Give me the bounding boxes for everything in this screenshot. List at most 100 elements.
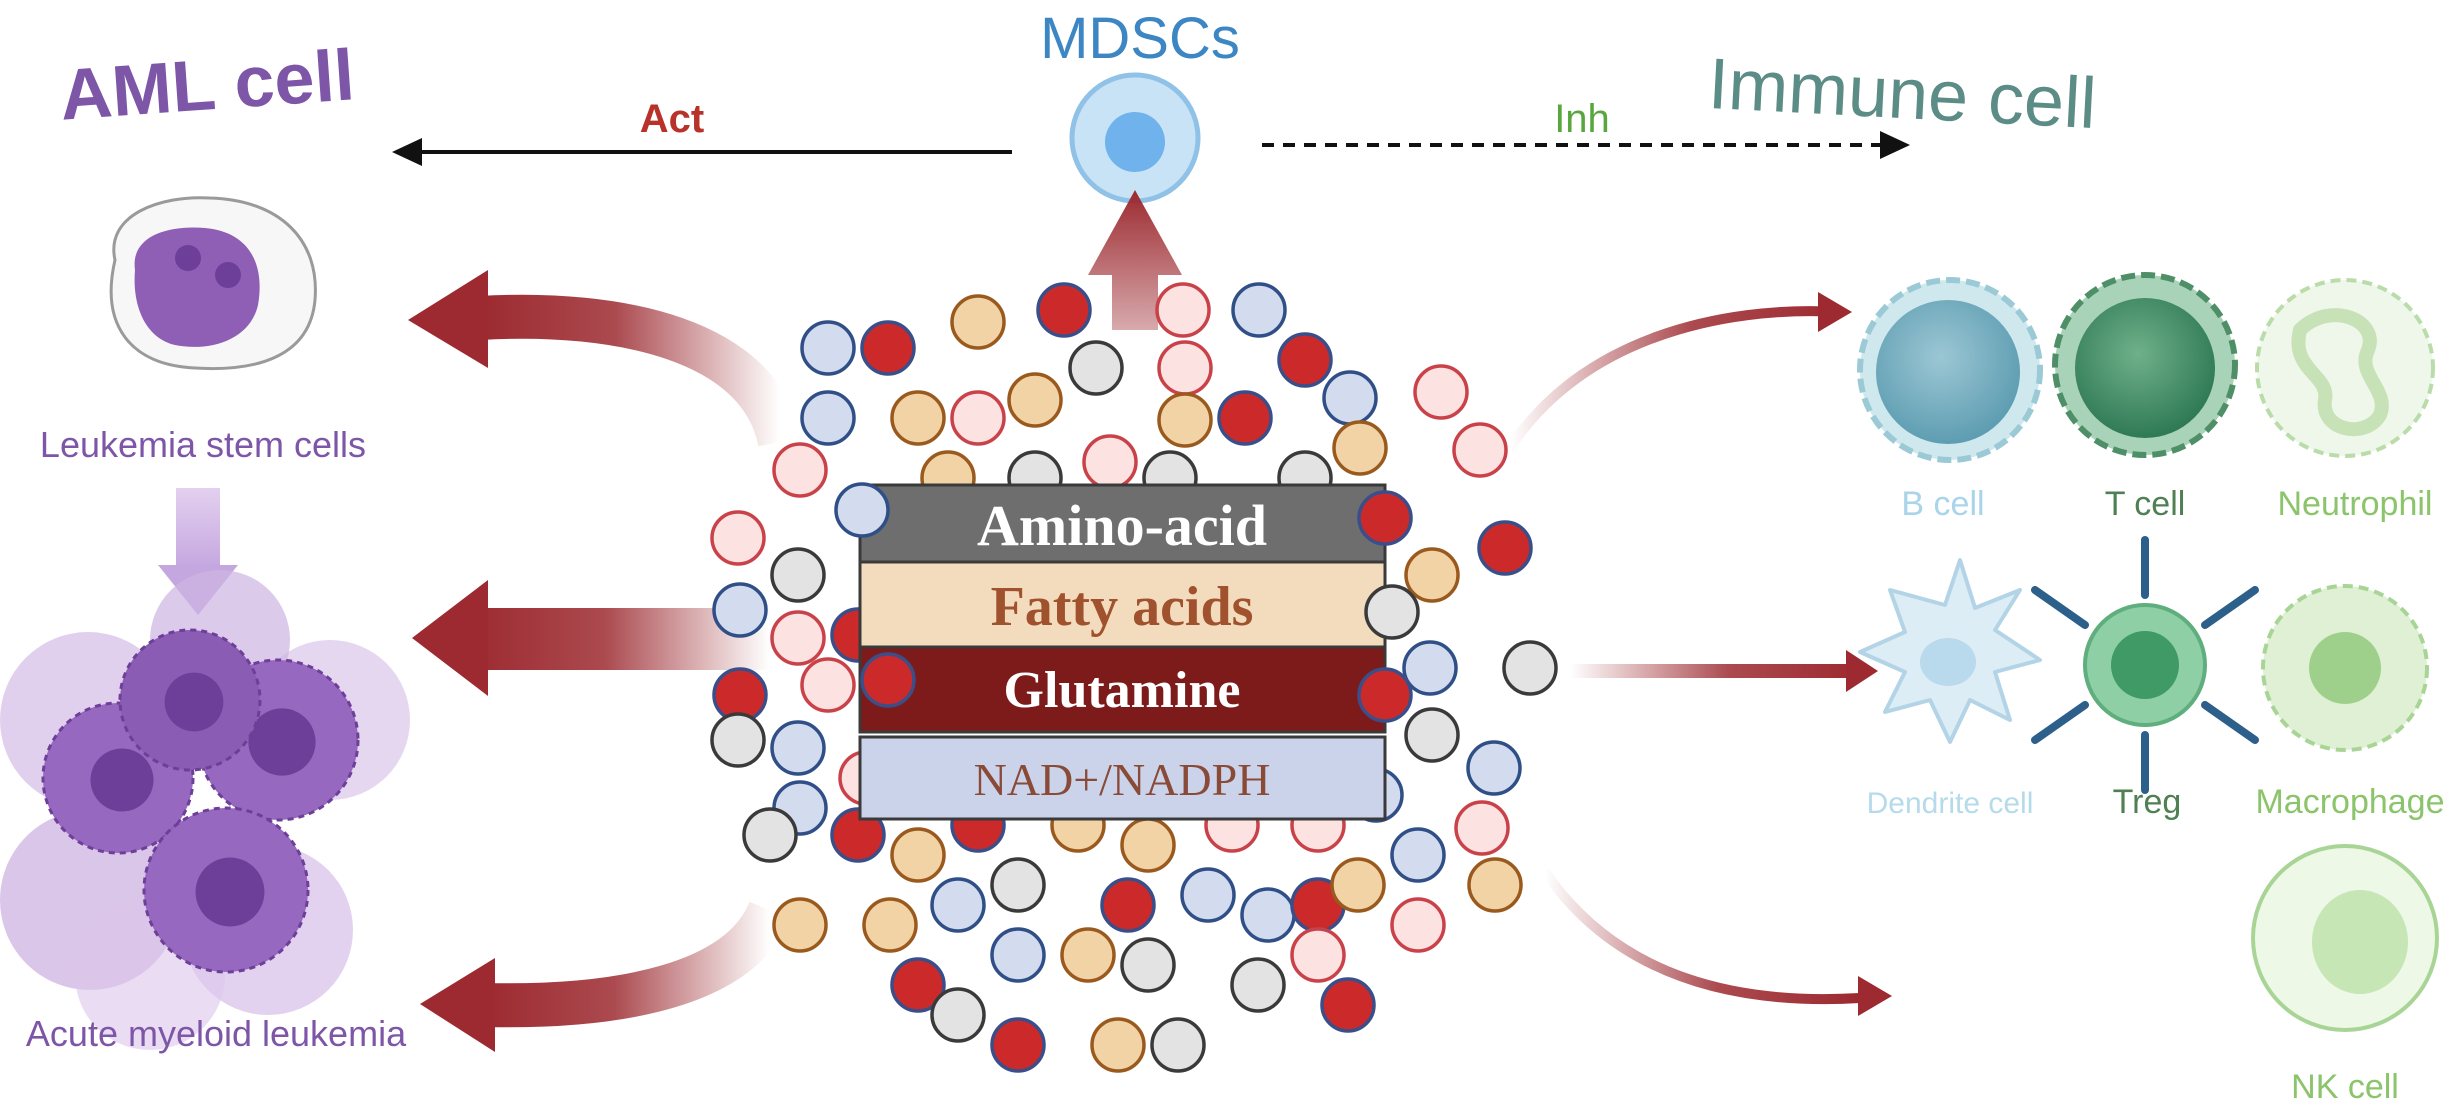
metabolite-bubble: [834, 482, 890, 538]
mdsc-cell-icon: [1069, 72, 1201, 204]
metabolite-bubble: [1217, 390, 1273, 446]
neutrophil-icon: [2255, 278, 2435, 458]
metabolite-bubble: [710, 712, 766, 768]
metabolite-bubble: [990, 1017, 1046, 1073]
inh-label: Inh: [1554, 97, 1610, 141]
metabolite-bubble: [1036, 282, 1092, 338]
metabolite-bubbles-front: [834, 482, 1420, 723]
metabolite-bubble: [1007, 372, 1063, 428]
metabolite-bubble: [770, 547, 826, 603]
metabolite-bubble: [1100, 877, 1156, 933]
act-arrow: [392, 138, 1012, 166]
metabolite-bubble: [1390, 897, 1446, 953]
metabolite-bubble: [890, 827, 946, 883]
layer-nad: [858, 735, 1387, 821]
metabolite-bubble: [1240, 887, 1296, 943]
metabolite-bubble: [1357, 667, 1413, 723]
dendrite-cell-icon: [1858, 558, 2042, 744]
immune-cell-title: Immune cell: [1706, 44, 2098, 144]
macrophage-label: Macrophage: [2255, 783, 2444, 821]
metabolite-bubble: [1120, 817, 1176, 873]
aml-cell-title: AML cell: [57, 35, 357, 135]
leukemia-stem-cell-icon: [109, 196, 317, 371]
metabolite-bubble: [1413, 364, 1469, 420]
metabolite-bubble: [1290, 927, 1346, 983]
metabolite-bubble: [1180, 867, 1236, 923]
metabolite-bubble: [712, 582, 768, 638]
dendrite-cell-label: Dendrite cell: [1867, 787, 2034, 820]
metabolite-bubble: [1230, 957, 1286, 1013]
metabolite-bubble: [772, 897, 828, 953]
metabolite-bubble: [800, 390, 856, 446]
metabolite-bubble: [1090, 1017, 1146, 1073]
layer-label-nad: NAD+/NADPH: [974, 754, 1271, 805]
metabolite-bubble: [710, 510, 766, 566]
metabolite-bubble: [890, 390, 946, 446]
metabolite-bubble: [890, 957, 946, 1013]
nk-cell-label: NK cell: [2291, 1068, 2399, 1106]
metabolite-bubble: [1454, 800, 1510, 856]
metabolite-bubble: [990, 927, 1046, 983]
metabolite-bubble: [860, 320, 916, 376]
metabolite-bubble: [930, 987, 986, 1043]
metabolite-bubble: [830, 807, 886, 863]
treg-label: Treg: [2113, 783, 2182, 821]
acute-myeloid-leukemia-label: Acute myeloid leukemia: [26, 1013, 407, 1054]
metabolite-bubble: [770, 720, 826, 776]
treg-icon: [2031, 536, 2259, 794]
metabolite-bubble: [990, 857, 1046, 913]
metabolite-bubble: [742, 807, 798, 863]
inh-arrow: [1262, 131, 1910, 159]
t-cell-icon: [2052, 272, 2238, 458]
metabolite-bubble: [1467, 857, 1523, 913]
b-cell-label: B cell: [1901, 485, 1984, 523]
metabolite-bubble: [930, 877, 986, 933]
layer-label-amino-acid: Amino-acid: [977, 493, 1267, 558]
macrophage-icon: [2261, 584, 2429, 752]
metabolite-bubble: [770, 610, 826, 666]
t-cell-label: T cell: [2105, 485, 2186, 523]
metabolite-bubble: [1404, 547, 1460, 603]
metabolite-bubble: [950, 294, 1006, 350]
metabolite-bubble: [1364, 584, 1420, 640]
right-arrow-middle: [1570, 650, 1878, 692]
metabolite-bubble: [1390, 827, 1446, 883]
metabolite-bubble: [1060, 927, 1116, 983]
mdsc-title: MDSCs: [1040, 6, 1240, 71]
metabolite-bubble: [1120, 937, 1176, 993]
metabolite-bubble: [1404, 707, 1460, 763]
aml-cell-nucleus: [195, 857, 265, 927]
acute-myeloid-leukemia-cluster-icon: [0, 570, 410, 1050]
b-cell-icon: [1857, 277, 2043, 463]
metabolic-layers: Amino-acid Fatty acids Glutamine NAD+/NA…: [858, 483, 1387, 821]
layer-amino-acid: [858, 483, 1387, 564]
metabolite-bubble: [1402, 640, 1458, 696]
neutrophil-label: Neutrophil: [2278, 485, 2433, 523]
metabolite-bubble: [800, 320, 856, 376]
metabolite-bubble: [1150, 1017, 1206, 1073]
metabolite-bubble: [1068, 340, 1124, 396]
metabolite-bubble: [1332, 420, 1388, 476]
metabolite-bubble: [1466, 740, 1522, 796]
metabolite-bubble: [1330, 857, 1386, 913]
metabolite-bubble: [1357, 490, 1413, 546]
left-arrow-middle: [412, 580, 770, 696]
layer-label-glutamine: Glutamine: [1004, 662, 1241, 719]
leukemia-stem-cells-label: Leukemia stem cells: [40, 424, 366, 465]
metabolite-bubble: [772, 442, 828, 498]
metabolite-bubble: [1277, 332, 1333, 388]
right-arrow-top: [1505, 292, 1852, 451]
metabolite-bubble: [1155, 282, 1211, 338]
aml-cell-nucleus: [248, 708, 316, 776]
up-arrow: [1088, 190, 1182, 330]
metabolite-bubble: [800, 657, 856, 713]
metabolite-bubble: [1157, 340, 1213, 396]
metabolite-bubble: [1477, 520, 1533, 576]
metabolite-bubble: [950, 390, 1006, 446]
metabolite-bubble: [1157, 392, 1213, 448]
metabolite-bubble: [1082, 434, 1138, 490]
metabolite-bubble: [1452, 422, 1508, 478]
left-arrow-top: [408, 270, 802, 448]
aml-cell-nucleus: [90, 748, 154, 812]
